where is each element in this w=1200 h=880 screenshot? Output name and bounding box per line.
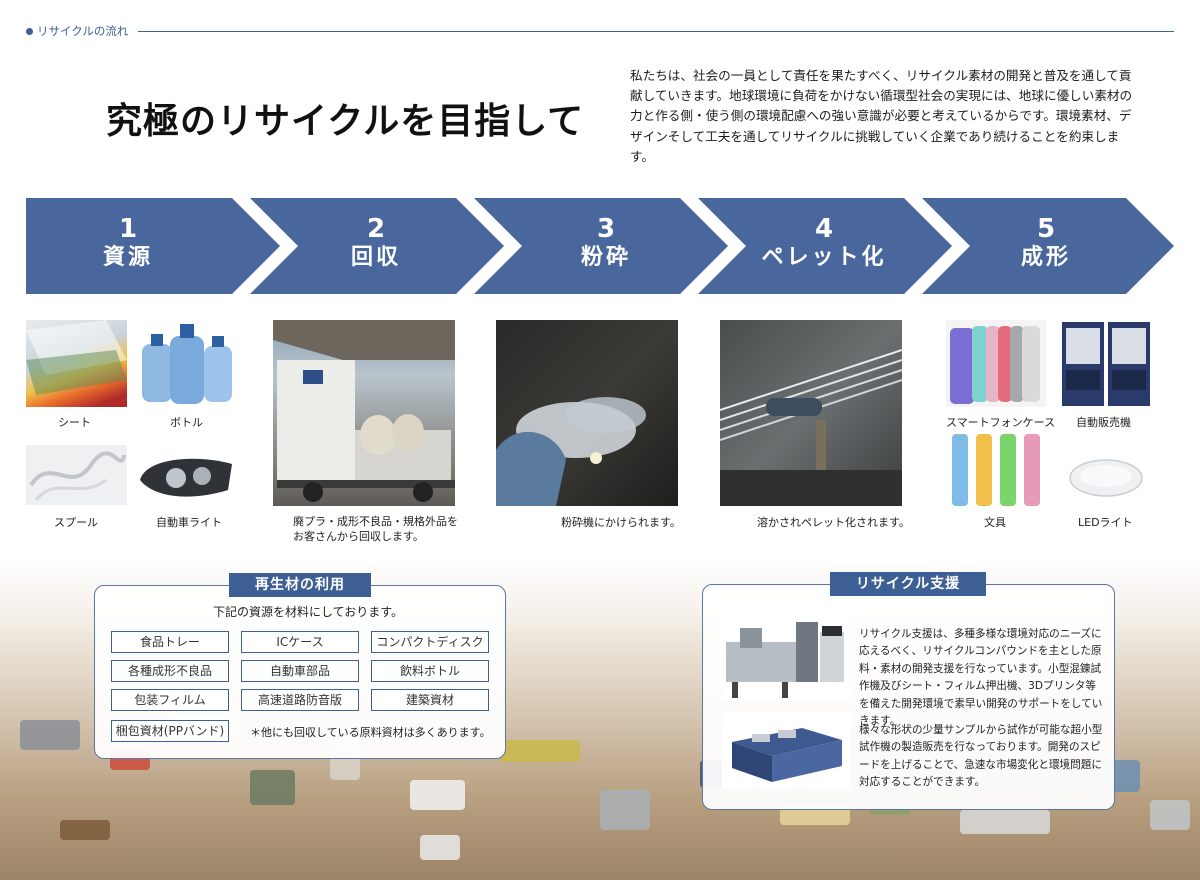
led-caption: LEDライト xyxy=(1078,516,1133,529)
step-arrow-2 xyxy=(250,198,504,294)
bullet-dot-icon xyxy=(26,27,33,35)
step-2-number: 2 xyxy=(366,214,386,244)
phonecase-caption: スマートフォンケース xyxy=(946,416,1056,429)
material-tag: ICケース xyxy=(241,631,359,653)
step-3: 3 粉砕 xyxy=(496,214,716,272)
step-4: 4 ペレット化 xyxy=(714,214,934,272)
step-arrow-4 xyxy=(698,198,952,294)
support-text-1: リサイクル支援は、多種多様な環境対応のニーズに応えるべく、リサイクルコンパウンド… xyxy=(859,628,1103,728)
section-label-text: リサイクルの流れ xyxy=(37,24,129,38)
crusher-photo xyxy=(496,320,678,506)
section-divider xyxy=(138,30,1174,32)
step-3-name: 粉砕 xyxy=(580,245,631,270)
material-tag: 各種成形不良品 xyxy=(111,660,229,682)
support-text-2: 様々な形状の少量サンプルから試作が可能な超小型試作機の製造販売を行なっております… xyxy=(859,724,1103,789)
step-arrow-3 xyxy=(474,198,728,294)
headlight-caption: 自動車ライト xyxy=(156,516,222,529)
step-1: 1 資源 xyxy=(18,214,238,272)
recycled-box-note: ＊他にも回収している原料資材は多くあります。 xyxy=(250,726,491,739)
step-2-name: 回収 xyxy=(350,245,401,270)
pellet-photo xyxy=(720,320,902,506)
compounding-machine-photo xyxy=(722,612,850,700)
sheet-caption: シート xyxy=(58,416,91,429)
step-arrow-1 xyxy=(26,198,280,294)
step-5-name: 成形 xyxy=(1020,245,1071,270)
step-1-number: 1 xyxy=(118,214,138,244)
material-tag: 包装フィルム xyxy=(111,689,229,711)
stationery-caption: 文具 xyxy=(984,516,1006,529)
spool-photo xyxy=(26,445,127,505)
pellet-caption: 溶かされペレット化されます。 xyxy=(757,516,910,529)
material-tag: 食品トレー xyxy=(111,631,229,653)
vending-photo xyxy=(1060,320,1152,407)
material-tag: 建築資材 xyxy=(371,689,489,711)
bottle-photo xyxy=(136,320,237,407)
collection-caption: 廃プラ・成形不良品・規格外品をお客さんから回収します。 xyxy=(293,515,458,543)
step-2: 2 回収 xyxy=(266,214,486,272)
vending-caption: 自動販売機 xyxy=(1076,416,1131,429)
step-5-number: 5 xyxy=(1036,214,1056,244)
step-1-name: 資源 xyxy=(102,245,153,270)
bottle-caption: ボトル xyxy=(170,416,203,429)
material-tag: 自動車部品 xyxy=(241,660,359,682)
intro-paragraph: 私たちは、社会の一員として責任を果たすべく、リサイクル素材の開発と普及を通して貢… xyxy=(630,68,1133,164)
material-tag: コンパクトディスク xyxy=(371,631,489,653)
mini-prototype-machine-photo xyxy=(722,712,850,788)
stationery-photo xyxy=(946,432,1046,507)
material-tag: 梱包資材(PPバンド) xyxy=(111,720,229,742)
recycled-box-title: 再生材の利用 xyxy=(229,573,371,597)
headlight-photo xyxy=(136,450,237,505)
spool-caption: スプール xyxy=(54,516,98,529)
phonecase-photo xyxy=(946,320,1046,407)
material-tag: 高速道路防音版 xyxy=(241,689,359,711)
sheet-photo xyxy=(26,320,127,407)
recycled-box-lead: 下記の資源を材料にしております。 xyxy=(213,605,404,619)
support-box-title: リサイクル支援 xyxy=(830,572,986,596)
step-3-number: 3 xyxy=(596,214,616,244)
crusher-caption: 粉砕機にかけられます。 xyxy=(561,516,681,529)
section-label: リサイクルの流れ xyxy=(26,22,1174,40)
step-4-number: 4 xyxy=(814,214,834,244)
page-headline: 究極のリサイクルを目指して xyxy=(106,101,585,142)
led-photo xyxy=(1060,450,1152,505)
process-flow-arrows xyxy=(26,198,1174,294)
truck-photo xyxy=(273,320,455,506)
material-tag: 飲料ボトル xyxy=(371,660,489,682)
step-arrow-5 xyxy=(922,198,1174,294)
step-4-name: ペレット化 xyxy=(761,245,887,270)
step-5: 5 成形 xyxy=(936,214,1156,272)
